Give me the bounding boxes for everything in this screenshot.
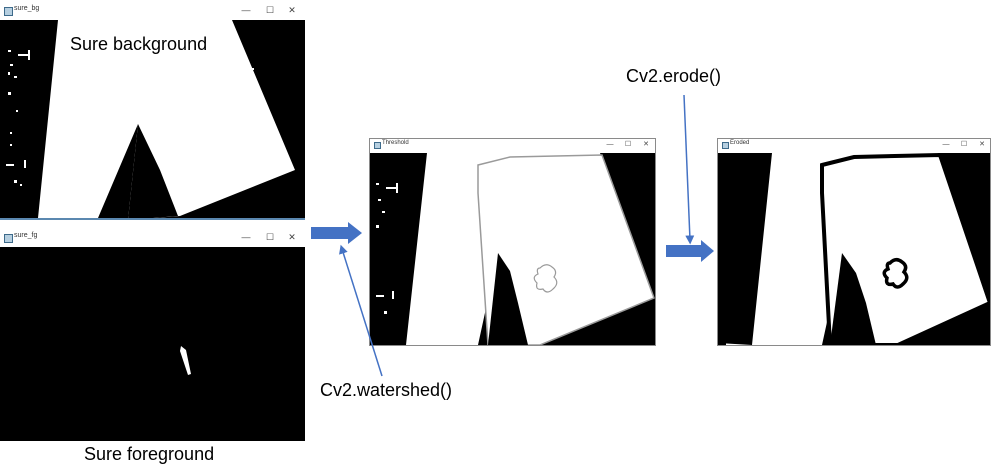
minimize-icon[interactable]: — — [942, 141, 950, 148]
sure-fg-title: sure_fg — [14, 232, 38, 239]
minimize-icon[interactable]: — — [241, 5, 251, 15]
sure-bg-image — [0, 20, 305, 218]
app-icon — [4, 7, 13, 16]
eroded-titlebar: Eroded — ☐ ✕ — [718, 139, 990, 153]
close-icon[interactable]: ✕ — [643, 141, 649, 148]
sure-bg-titlebar: sure_bg — ☐ ✕ — [0, 2, 305, 20]
sure-bg-window: sure_bg — ☐ ✕ — [0, 2, 305, 220]
maximize-icon[interactable]: ☐ — [265, 232, 275, 242]
eroded-image — [718, 153, 990, 345]
threshold-titlebar: Threshold — ☐ ✕ — [370, 139, 655, 153]
sure-fg-image — [0, 247, 305, 441]
maximize-icon[interactable]: ☐ — [960, 141, 968, 148]
sure-bg-mask — [0, 20, 305, 218]
app-icon — [4, 234, 13, 243]
sure-fg-window: sure_fg — ☐ ✕ — [0, 229, 305, 441]
threshold-image — [370, 153, 655, 345]
watershed-label: Cv2.watershed() — [320, 380, 453, 400]
close-icon[interactable]: ✕ — [288, 232, 296, 242]
sure-bg-title: sure_bg — [14, 5, 40, 12]
app-icon — [722, 142, 729, 149]
threshold-mask — [370, 153, 655, 345]
minimize-icon[interactable]: — — [606, 141, 614, 148]
block-arrow-1 — [311, 222, 362, 244]
close-icon[interactable]: ✕ — [979, 141, 985, 148]
eroded-mask — [718, 153, 990, 345]
eroded-title: Eroded — [730, 140, 750, 146]
threshold-window: Threshold — ☐ ✕ — [369, 138, 656, 346]
sure-foreground-label: Sure foreground — [84, 444, 215, 464]
block-arrow-2 — [666, 240, 714, 262]
maximize-icon[interactable]: ☐ — [265, 5, 275, 15]
maximize-icon[interactable]: ☐ — [624, 141, 632, 148]
erode-label: Cv2.erode() — [626, 66, 722, 86]
sure-fg-titlebar: sure_fg — ☐ ✕ — [0, 229, 305, 247]
sure-fg-mask — [0, 247, 305, 441]
erode-pointer-line — [683, 94, 695, 245]
close-icon[interactable]: ✕ — [288, 5, 296, 15]
minimize-icon[interactable]: — — [241, 232, 251, 242]
threshold-title: Threshold — [382, 140, 409, 146]
app-icon — [374, 142, 381, 149]
sure-background-label: Sure background — [70, 34, 208, 54]
eroded-window: Eroded — ☐ ✕ — [717, 138, 991, 346]
